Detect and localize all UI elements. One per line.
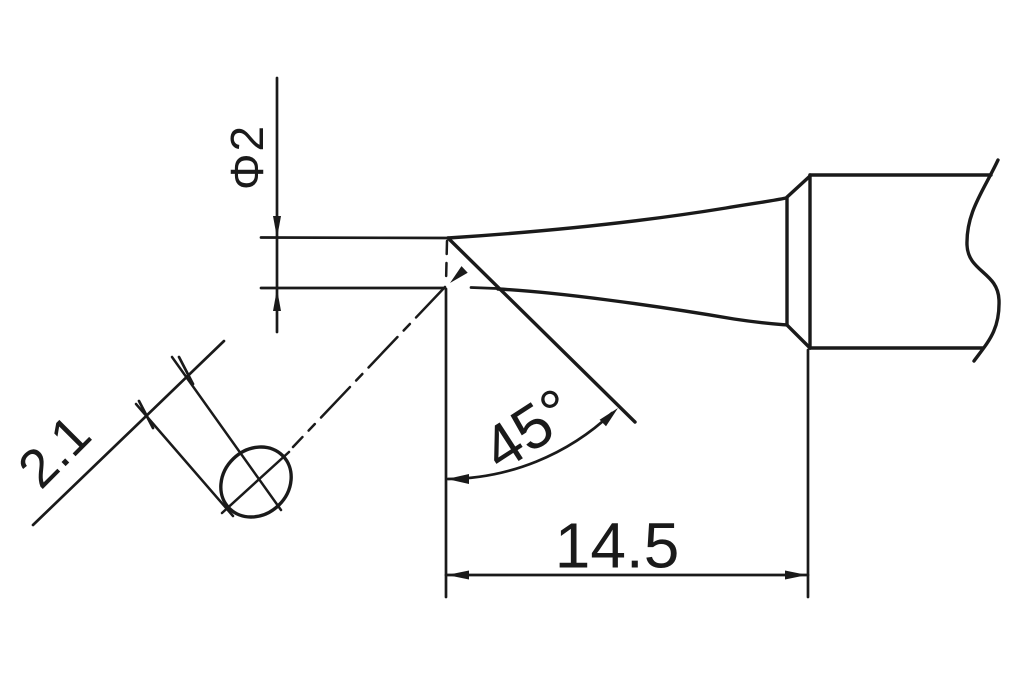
diameter-label: Φ2 [221,124,273,190]
ellipse-axis-line-1 [220,450,291,515]
phi2-dimension: Φ2 [221,76,499,334]
angle-dimension: 45° [446,376,618,485]
angle-label: 45° [471,376,587,485]
phi2-extension-dash [469,286,499,290]
phi2-arrow-bottom [273,289,281,311]
length-label: 14.5 [555,509,680,581]
angle-arrow-left [447,474,469,484]
bevel-width-dimension: 2.1 [7,339,226,527]
length-arrow-left [447,570,469,580]
bevel-face-line [446,236,637,424]
phi2-arrow-top [273,216,281,238]
face-centerline-dashed [291,285,447,449]
tip-hidden-edge-dashed [444,239,449,285]
angle-arc [446,411,614,481]
bevel-width-tick-1 [137,399,155,430]
length-dimension: 14.5 [444,287,810,599]
break-line [965,158,1001,363]
tip-bottom-edge [496,287,812,350]
vertex-arrowhead [450,266,468,283]
bevel-width-tick-2 [177,355,195,386]
bevel-width-extension-line [134,402,235,518]
bevel-face-view [134,239,468,519]
angle-arrow-right [599,408,618,427]
tip-outline [446,158,1001,424]
phi2-extension-line-top [259,236,451,240]
bevel-width-dimension-line [31,339,226,527]
length-arrow-right [785,570,807,580]
tip-top-edge [446,174,812,240]
bevel-width-label: 2.1 [7,404,103,500]
ellipse-axis-line-2 [170,355,283,512]
